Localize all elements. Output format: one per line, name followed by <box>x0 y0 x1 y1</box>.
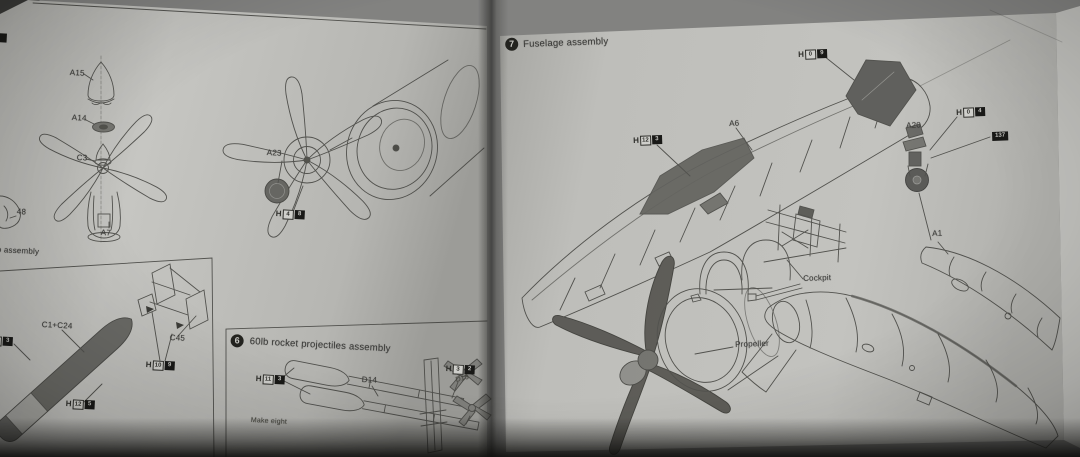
paint-callout-inset-lower: H 12 5 <box>65 398 95 410</box>
callout-black-box: 3 <box>651 134 663 145</box>
label-part-a1: A1 <box>931 228 943 238</box>
paint-callout-tail: H 0 4 <box>956 106 986 118</box>
label-part-c1-c24: C1+C24 <box>41 320 73 331</box>
callout-prefix: H <box>145 360 152 370</box>
callout-black-box: 9 <box>816 48 828 59</box>
paint-callout-corner-partial <box>0 33 7 43</box>
callout-prefix: H <box>275 209 282 219</box>
label-part-48: 48 <box>16 207 27 217</box>
label-part-c3: C3 <box>76 153 88 163</box>
callout-white-box: 0 <box>804 48 817 60</box>
callout-black-box: 3 <box>2 336 13 347</box>
callout-black-box: 9 <box>164 360 175 371</box>
paint-callout-inset-edge: 1 3 <box>0 335 13 347</box>
paint-callout-rocket-left: H 11 3 <box>255 373 285 385</box>
callout-prefix: H <box>633 135 640 145</box>
callout-black-box: 8 <box>294 209 305 220</box>
paint-callout-fin: H 0 9 <box>798 48 828 60</box>
callout-black-box: 5 <box>84 399 95 410</box>
label-part-a20: A20 <box>905 120 922 130</box>
callout-prefix: H <box>956 107 963 117</box>
callout-black-box: 3 <box>274 374 285 385</box>
label-part-a15: A15 <box>69 68 85 78</box>
label-part-c45: C45 <box>169 333 186 343</box>
paint-callout-black-only: 137 <box>991 131 1009 141</box>
callout-prefix: H <box>65 399 72 409</box>
callout-white-box: 0 <box>962 106 975 118</box>
callout-prefix: H <box>255 374 262 384</box>
paint-callout-hub: H 4 8 <box>275 208 305 220</box>
callout-white-box: 4 <box>282 208 294 220</box>
callout-black-box <box>0 33 7 43</box>
paint-callout-a6: H 12 3 <box>633 134 663 146</box>
label-propeller: Propeller <box>734 338 770 349</box>
callout-black-box: 4 <box>974 106 986 117</box>
callout-black-box: 137 <box>991 131 1009 141</box>
callout-prefix: H <box>445 364 452 374</box>
callout-prefix: H <box>798 49 805 59</box>
callout-white-box: 11 <box>262 373 274 385</box>
label-cockpit: Cockpit <box>802 273 832 283</box>
label-part-a6: A6 <box>728 118 740 128</box>
label-part-d14: D14 <box>361 375 378 385</box>
paint-callout-inset-c45: H 10 9 <box>145 359 175 371</box>
callout-white-box: 3 <box>452 363 464 375</box>
label-part-a14: A14 <box>71 113 87 123</box>
callout-white-box: 12 <box>639 134 652 146</box>
callout-white-box: 10 <box>152 359 164 371</box>
label-part-a23: A23 <box>266 148 282 158</box>
callout-white-box: 12 <box>72 398 84 410</box>
label-part-a7: A7 <box>100 228 112 238</box>
paint-callout-rocket-right: H 3 2 <box>445 363 475 375</box>
